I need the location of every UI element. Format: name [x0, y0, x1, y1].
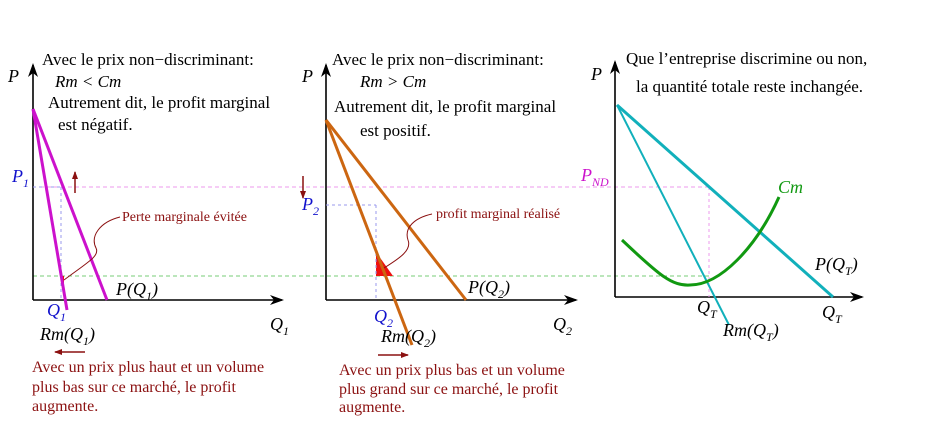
panel3-marginal-revenue-curve — [616, 104, 730, 326]
panel2-price-label: P2 — [301, 194, 319, 218]
panel1-caption-line3: augmente. — [32, 398, 98, 415]
panel2-mr-label: Rm(Q2) — [380, 326, 436, 350]
panel2-caption-line2: plus grand sur ce marché, le profit — [339, 381, 559, 398]
panel2-caption-line1: Avec un prix plus bas et un volume — [339, 362, 565, 379]
panel2-title-line2: Rm > Cm — [359, 72, 426, 91]
panel2-demand-curve — [324, 119, 468, 301]
panel2-title-line1: Avec le prix non−discriminant: — [332, 50, 544, 69]
panel3-title-line2: la quantité totale reste inchangée. — [636, 77, 863, 96]
panel1-demand-label: P(Q1) — [115, 279, 158, 303]
panel2-demand-label: P(Q2) — [467, 277, 510, 301]
panel3-x-axis-label: QT — [822, 302, 843, 326]
panel-3: P PND Cm P(QT) QT Rm(QT) QT Que l’entrep… — [580, 49, 867, 344]
panel1-title-line4: est négatif. — [58, 115, 133, 134]
panel3-y-axis-label: P — [590, 64, 602, 84]
panel3-price-label: PND — [580, 165, 609, 189]
panel3-title-line1: Que l’entreprise discrimine ou non, — [626, 49, 867, 68]
panel3-mc-label: Cm — [778, 177, 803, 197]
panel2-marginal-revenue-curve — [324, 119, 414, 346]
panel-1: P Q1 P1 Q1 P(Q1) Rm(Q1) Perte marginale … — [7, 50, 289, 415]
panel3-demand-label: P(QT) — [814, 254, 858, 278]
panel2-annotation: profit marginal réalisé — [436, 207, 560, 222]
panel1-mr-label: Rm(Q1) — [39, 324, 95, 348]
panel1-annotation: Perte marginale évitée — [122, 210, 247, 225]
panel1-title-line1: Avec le prix non−discriminant: — [42, 50, 254, 69]
panel2-x-axis-label: Q2 — [553, 314, 572, 338]
panel1-annotation-leader — [63, 216, 121, 281]
panel2-quantity-label: Q2 — [374, 306, 393, 330]
panel2-y-axis-label: P — [301, 66, 313, 86]
panel2-title-line4: est positif. — [360, 121, 431, 140]
panel1-caption-line2: plus bas sur ce marché, le profit — [32, 379, 236, 396]
panel1-x-axis-label: Q1 — [270, 314, 289, 338]
panel1-y-axis-label: P — [7, 66, 19, 86]
panel3-quantity-label: QT — [697, 297, 718, 321]
panel1-quantity-label: Q1 — [47, 300, 66, 324]
panel3-marginal-cost-curve — [620, 196, 781, 287]
panel1-demand-curve — [31, 108, 109, 301]
panel1-caption-line1: Avec un prix plus haut et un volume — [32, 359, 264, 376]
panel3-mr-label: Rm(QT) — [722, 320, 779, 344]
panel1-marginal-revenue-curve — [31, 108, 69, 311]
panel2-caption-line3: augmente. — [339, 399, 405, 416]
panel1-title-line2: Rm < Cm — [54, 72, 121, 91]
panel-2: P Q2 P2 Q2 P(Q2) Rm(Q2) profit marginal … — [300, 50, 578, 416]
panel2-title-line3: Autrement dit, le profit marginal — [334, 97, 556, 116]
panel3-demand-curve — [616, 103, 834, 299]
panel1-price-label: P1 — [11, 166, 29, 190]
panel2-annotation-leader — [383, 213, 433, 269]
panel1-title-line3: Autrement dit, le profit marginal — [48, 93, 270, 112]
